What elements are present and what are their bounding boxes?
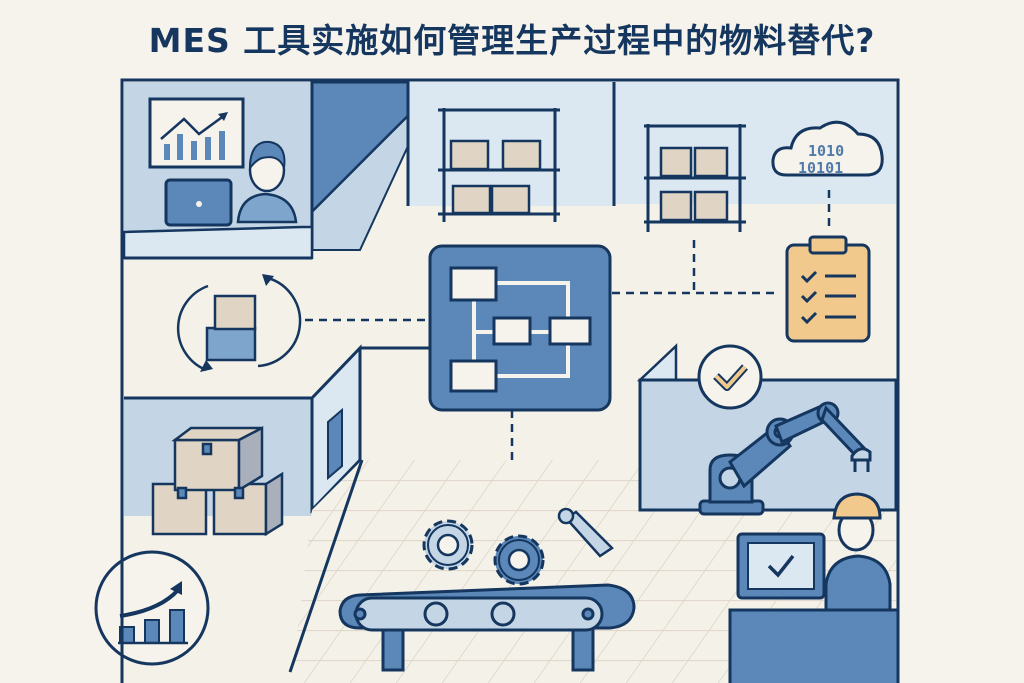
material-swap-icon bbox=[176, 274, 302, 372]
worker-station-scene bbox=[728, 492, 900, 683]
wrench-icon bbox=[557, 507, 614, 558]
page-title: MES 工具实施如何管理生产过程中的物料替代? bbox=[148, 21, 876, 60]
warehouse-shelves-scene bbox=[360, 82, 614, 258]
shelf-rack-icon bbox=[644, 124, 746, 232]
cloud-data-icon: 1010 10101 bbox=[771, 120, 884, 177]
robot-arm-icon bbox=[698, 401, 872, 516]
robot-room-scene bbox=[636, 343, 898, 516]
mes-flowchart-panel bbox=[428, 244, 612, 412]
trend-chart-icon bbox=[148, 97, 245, 169]
gear-icon-2 bbox=[493, 534, 545, 586]
gear-icon-1 bbox=[422, 519, 474, 571]
cloud-scene: 1010 10101 bbox=[612, 82, 896, 232]
growth-chart-badge-icon bbox=[94, 550, 210, 666]
check-badge-icon bbox=[697, 344, 763, 410]
shelf-rack-icon bbox=[438, 108, 560, 222]
analyst-person-icon bbox=[236, 140, 298, 224]
binary-line-2: 10101 bbox=[798, 159, 843, 177]
binary-line-1: 1010 bbox=[808, 142, 844, 160]
storage-room-scene bbox=[124, 344, 430, 537]
office-scene bbox=[122, 80, 410, 260]
hard-hat-icon bbox=[832, 492, 882, 520]
laptop-icon bbox=[164, 178, 233, 227]
checklist-clipboard-icon bbox=[785, 235, 871, 343]
stacked-boxes-icon bbox=[151, 425, 284, 537]
conveyor-belt-icon bbox=[338, 583, 636, 672]
